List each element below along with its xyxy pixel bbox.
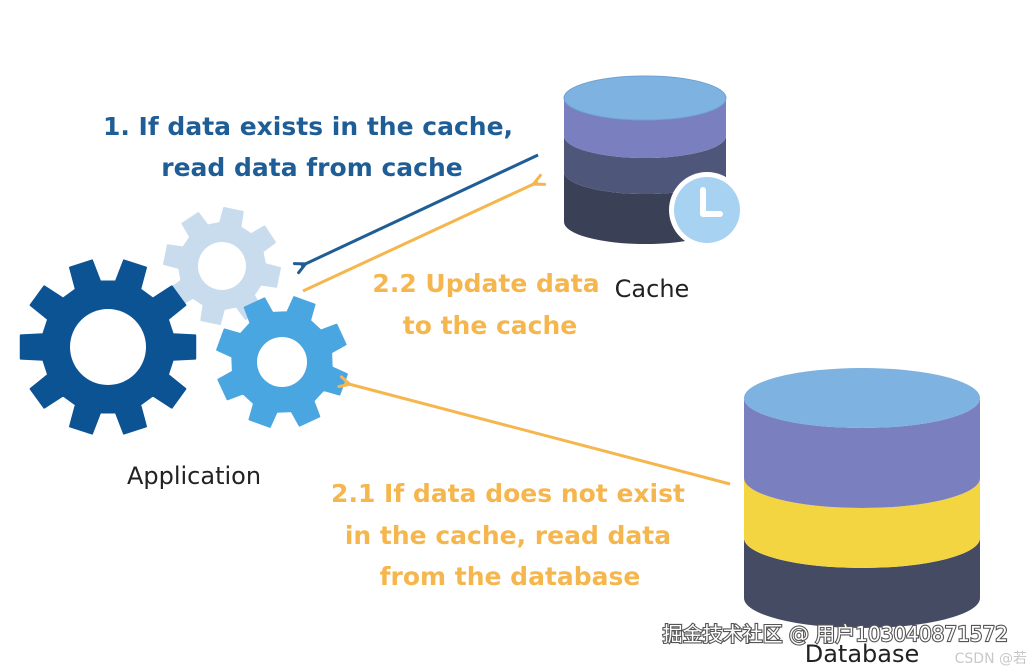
arrow-read-cache	[292, 153, 539, 275]
application-label: Application	[127, 462, 261, 490]
gear-icon	[216, 296, 348, 428]
watermark-faint-text: CSDN @若	[955, 651, 1027, 666]
database-cylinder-icon	[744, 368, 980, 628]
gear-icon	[163, 207, 281, 325]
watermark-text: 掘金技术社区 @ 用户103040871572	[663, 622, 1008, 646]
read-database-label-line1: 2.1 If data does not exist	[331, 479, 685, 508]
read-cache-label-line2: read data from cache	[161, 153, 462, 182]
arrow-read-database	[337, 375, 731, 486]
database-label: Database	[805, 640, 920, 666]
read-cache-label-line1: 1. If data exists in the cache,	[103, 112, 513, 141]
gear-icon	[19, 259, 197, 435]
read-database-label-line3: from the database	[380, 562, 641, 591]
arrow-update-cache	[302, 173, 547, 293]
read-database-label-line2: in the cache, read data	[345, 521, 671, 550]
cache-label: Cache	[615, 275, 690, 303]
update-cache-label-line1: 2.2 Update data	[372, 269, 599, 298]
clock-icon	[669, 172, 745, 248]
application-gears	[19, 207, 348, 435]
update-cache-label-line2: to the cache	[403, 311, 578, 340]
